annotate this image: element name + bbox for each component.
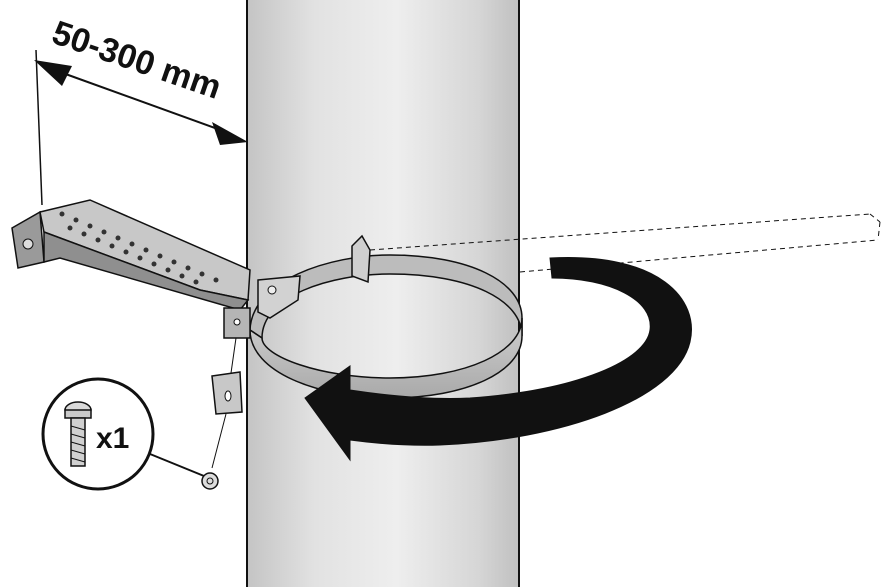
dimension-arrow-icon <box>212 122 248 145</box>
mounting-clip-lower <box>211 371 243 415</box>
mounting-clip-upper <box>223 307 251 339</box>
screw-icon <box>64 401 92 467</box>
clamp-band <box>249 234 523 399</box>
screw-callout: x1 <box>41 377 155 491</box>
small-screw <box>201 472 219 490</box>
screw-quantity-label: x1 <box>96 422 129 455</box>
assembly-guide-line <box>211 413 227 469</box>
wall-bracket-arm <box>11 199 251 311</box>
dimension-arrow-icon <box>34 60 72 86</box>
callout-leader <box>149 453 205 477</box>
dimension-indicator: 50-300 mm <box>34 14 248 206</box>
bracket-holes <box>59 211 219 285</box>
bracket-hidden-outline <box>369 213 881 273</box>
dimension-label: 50-300 mm <box>47 14 226 107</box>
rotation-arrow-icon <box>304 257 692 462</box>
